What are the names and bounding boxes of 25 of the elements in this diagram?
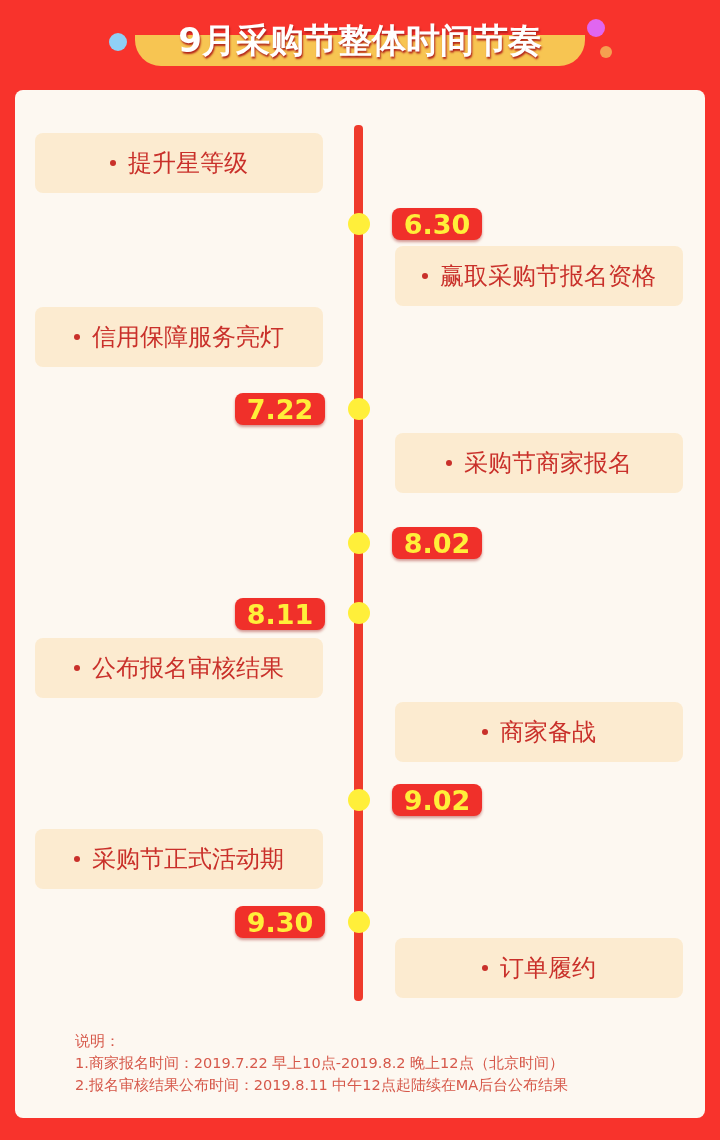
event-text: 公布报名审核结果 — [92, 653, 284, 684]
date-tag: 7.22 — [235, 393, 325, 425]
event-text: 提升星等级 — [128, 148, 248, 179]
event-text: 采购节正式活动期 — [92, 844, 284, 875]
note-text: 说明： — [75, 1032, 120, 1051]
event-box — [35, 133, 323, 193]
event-box — [395, 433, 683, 493]
event-box — [395, 702, 683, 762]
date-tag: 9.02 — [392, 784, 482, 816]
event-text: 赢取采购节报名资格 — [440, 261, 656, 292]
date-tag: 8.02 — [392, 527, 482, 559]
date-tag: 6.30 — [392, 208, 482, 240]
event-text: 信用保障服务亮灯 — [92, 322, 284, 353]
event-box — [395, 938, 683, 998]
event-box — [35, 638, 323, 698]
event-text: 商家备战 — [500, 717, 596, 748]
event-text: 订单履约 — [500, 953, 596, 984]
date-tag: 9.30 — [235, 906, 325, 938]
event-box — [35, 307, 323, 367]
note-text: 1.商家报名时间：2019.7.22 早上10点-2019.8.2 晚上12点（北京时间） — [75, 1054, 564, 1073]
event-box — [35, 829, 323, 889]
note-text: 2.报名审核结果公布时间：2019.8.11 中午12点起陆续在MA后台公布结果 — [75, 1076, 569, 1095]
event-box — [395, 246, 683, 306]
date-tag: 8.11 — [235, 598, 325, 630]
event-text: 采购节商家报名 — [464, 448, 632, 479]
